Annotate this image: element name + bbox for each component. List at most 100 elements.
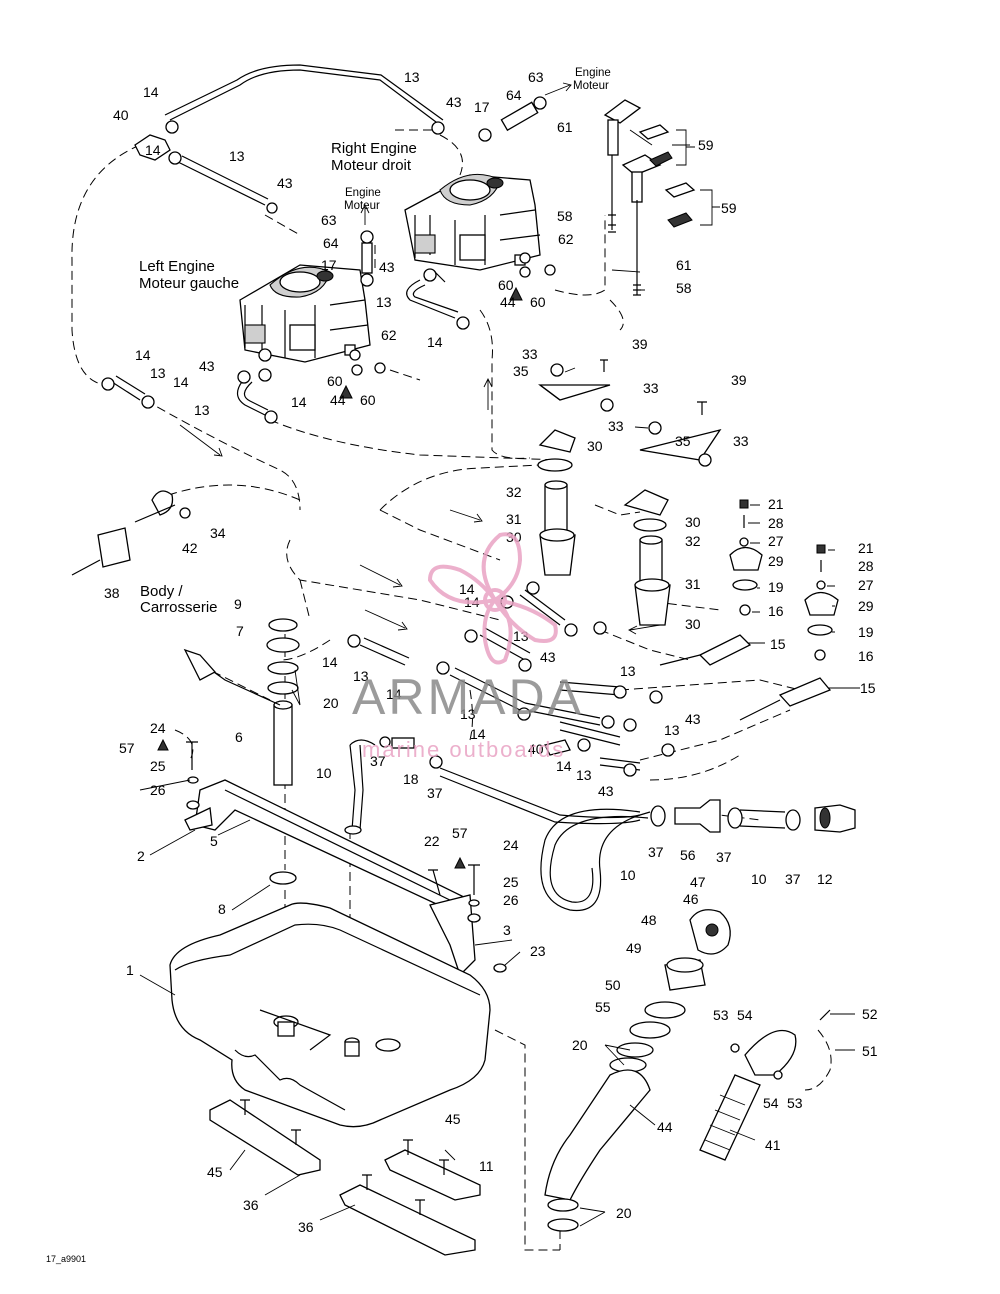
callout: 30 <box>685 514 701 530</box>
fuel-tank <box>169 902 491 1128</box>
flow-arrows <box>179 82 661 635</box>
engine-mid-label: Engine <box>345 187 381 199</box>
callout: 17 <box>321 257 337 273</box>
callout: 15 <box>860 680 876 696</box>
callout: 42 <box>182 540 198 556</box>
left-engine-label-fr: Moteur gauche <box>139 275 239 292</box>
callout: 16 <box>768 603 784 619</box>
callout: 13 <box>150 365 166 381</box>
callout: 20 <box>616 1205 632 1221</box>
engine-mid-label-fr: Moteur <box>344 200 380 212</box>
callout: 34 <box>210 525 226 541</box>
leader-lines <box>139 129 860 1227</box>
sender-assemblies <box>659 499 839 721</box>
callout: 13 <box>460 706 476 722</box>
callout: 14 <box>135 347 151 363</box>
callout: 56 <box>680 847 696 863</box>
right-engine-label-fr: Moteur droit <box>331 157 412 174</box>
callout: 37 <box>370 753 386 769</box>
callout: 19 <box>768 579 784 595</box>
callout: 23 <box>530 943 546 959</box>
callout: 31 <box>506 511 522 527</box>
callout: 44 <box>500 294 516 310</box>
callout: 44 <box>330 392 346 408</box>
support-bracket <box>184 779 476 977</box>
callout: 40 <box>113 107 129 123</box>
callout: 62 <box>558 231 574 247</box>
callout: 61 <box>676 257 692 273</box>
callout: 9 <box>234 596 242 612</box>
callout: 26 <box>150 782 166 798</box>
callout: 43 <box>598 783 614 799</box>
hose-connectors <box>650 799 856 833</box>
callout: 28 <box>858 558 874 574</box>
callout: 13 <box>576 767 592 783</box>
callout: 8 <box>218 901 226 917</box>
callout: 21 <box>768 496 784 512</box>
callout: 18 <box>403 771 419 787</box>
callout: 24 <box>150 720 166 736</box>
callout: 53 <box>713 1007 729 1023</box>
callout: 14 <box>322 654 338 670</box>
callout: 14 <box>173 374 189 390</box>
callout: 27 <box>858 577 874 593</box>
callout: 43 <box>199 358 215 374</box>
callout: 17 <box>474 99 490 115</box>
callout: 45 <box>207 1164 223 1180</box>
callout: 33 <box>608 418 624 434</box>
callout: 38 <box>104 585 120 601</box>
upper-fuel-hoses <box>111 64 459 416</box>
mount-plates <box>538 359 722 467</box>
callout: 2 <box>137 848 145 864</box>
callout: 63 <box>528 69 544 85</box>
callout: 32 <box>506 484 522 500</box>
callout: 10 <box>751 871 767 887</box>
callout: 64 <box>323 235 339 251</box>
propeller-logo <box>427 532 558 665</box>
cables-58-61 <box>603 99 720 296</box>
callout: 10 <box>620 867 636 883</box>
callout: 43 <box>446 94 462 110</box>
callout: 39 <box>731 372 747 388</box>
callout: 41 <box>765 1137 781 1153</box>
callout: 14 <box>556 758 572 774</box>
callout: 37 <box>785 871 801 887</box>
callout: 43 <box>685 711 701 727</box>
callout: 35 <box>513 363 529 379</box>
callout: 14 <box>386 686 402 702</box>
callout: 13 <box>664 722 680 738</box>
callout: 40 <box>528 741 544 757</box>
callout: 39 <box>632 336 648 352</box>
callout: 45 <box>445 1111 461 1127</box>
callout: 33 <box>522 346 538 362</box>
callout: 3 <box>503 922 511 938</box>
callout: 12 <box>817 871 833 887</box>
callout: 33 <box>733 433 749 449</box>
small-fittings <box>101 96 556 424</box>
fuel-filters <box>537 429 671 626</box>
hose-10-loop <box>439 767 651 912</box>
captions: Right Engine Moteur droit Left Engine Mo… <box>46 67 611 1264</box>
callout: 43 <box>277 175 293 191</box>
callout: 60 <box>530 294 546 310</box>
left-engine-label: Left Engine <box>139 258 215 275</box>
callout: 36 <box>298 1219 314 1235</box>
callout: 16 <box>858 648 874 664</box>
callout: 58 <box>557 208 573 224</box>
callout: 13 <box>404 69 420 85</box>
callout: 7 <box>236 623 244 639</box>
callout: 14 <box>143 84 159 100</box>
callout-numbers: 13 43 17 64 63 14 40 14 13 43 61 59 59 6… <box>104 69 878 1235</box>
callout: 20 <box>323 695 339 711</box>
callout: 59 <box>721 200 737 216</box>
body-label: Body / <box>140 583 183 600</box>
callout: 13 <box>353 668 369 684</box>
callout: 21 <box>858 540 874 556</box>
vent-stack <box>266 618 300 885</box>
callout: 5 <box>210 833 218 849</box>
callout: 30 <box>685 616 701 632</box>
tank-skids <box>209 1099 481 1256</box>
callout: 29 <box>858 598 874 614</box>
callout: 37 <box>716 849 732 865</box>
